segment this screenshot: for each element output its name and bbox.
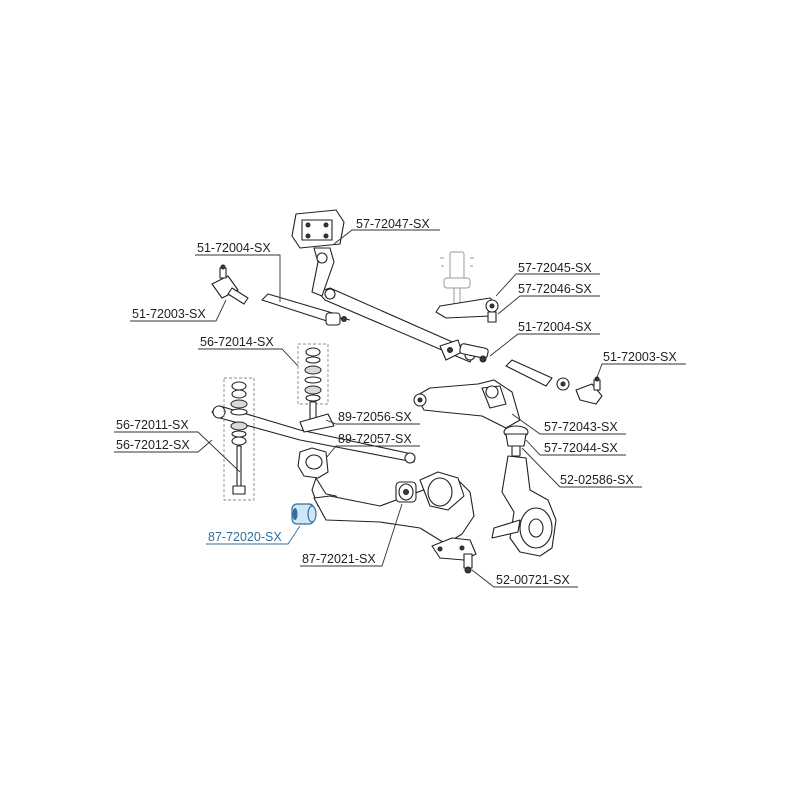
sway-bar-link-kit-right[interactable]: [297, 343, 329, 405]
label-51-72003-left[interactable]: 51-72003-SX: [132, 307, 206, 321]
sway-bar-bushing-bracket[interactable]: [297, 401, 341, 507]
label-57-72043[interactable]: 57-72043-SX: [544, 420, 618, 434]
tie-rod-end-left[interactable]: [211, 264, 249, 305]
part-labels: 57-72047-SX 51-72004-SX 57-72045-SX 57-7…: [116, 217, 677, 587]
idler-arm[interactable]: [435, 297, 499, 323]
sway-bar-link-kit-left[interactable]: [223, 377, 255, 501]
label-52-02586[interactable]: 52-02586-SX: [560, 473, 634, 487]
lower-control-arm[interactable]: [313, 471, 475, 545]
label-56-72011[interactable]: 56-72011-SX: [116, 418, 189, 432]
label-51-72004-top[interactable]: 51-72004-SX: [197, 241, 271, 255]
shock-absorber-ghost: [440, 251, 474, 305]
leader-lines: [114, 229, 686, 588]
label-57-72045[interactable]: 57-72045-SX: [518, 261, 592, 275]
tie-rod-sleeve-left[interactable]: [261, 293, 351, 326]
label-87-72020-highlighted[interactable]: 87-72020-SX: [208, 530, 282, 544]
pitman-arm-bracket[interactable]: [291, 209, 345, 297]
sway-bar[interactable]: [211, 405, 416, 464]
label-57-72044[interactable]: 57-72044-SX: [544, 441, 618, 455]
label-56-72012[interactable]: 56-72012-SX: [116, 438, 190, 452]
lower-ball-joint[interactable]: [431, 537, 477, 574]
label-57-72046[interactable]: 57-72046-SX: [518, 282, 592, 296]
label-89-72057[interactable]: 89-72057-SX: [338, 432, 412, 446]
tie-rod-end-right[interactable]: [575, 376, 603, 405]
label-87-72021[interactable]: 87-72021-SX: [302, 552, 376, 566]
label-51-72003-right[interactable]: 51-72003-SX: [603, 350, 677, 364]
label-89-72056[interactable]: 89-72056-SX: [338, 410, 412, 424]
inner-tie-rod-right[interactable]: [439, 339, 489, 363]
label-57-72047[interactable]: 57-72047-SX: [356, 217, 430, 231]
label-51-72004-right[interactable]: 51-72004-SX: [518, 320, 592, 334]
steering-knuckle[interactable]: [491, 455, 557, 557]
upper-control-arm[interactable]: [413, 379, 521, 429]
label-56-72014[interactable]: 56-72014-SX: [200, 335, 274, 349]
upper-ball-joint[interactable]: [503, 425, 529, 457]
lower-control-arm-bushing-highlighted[interactable]: [291, 503, 317, 525]
label-52-00721[interactable]: 52-00721-SX: [496, 573, 570, 587]
tie-rod-sleeve-right[interactable]: [505, 359, 570, 391]
